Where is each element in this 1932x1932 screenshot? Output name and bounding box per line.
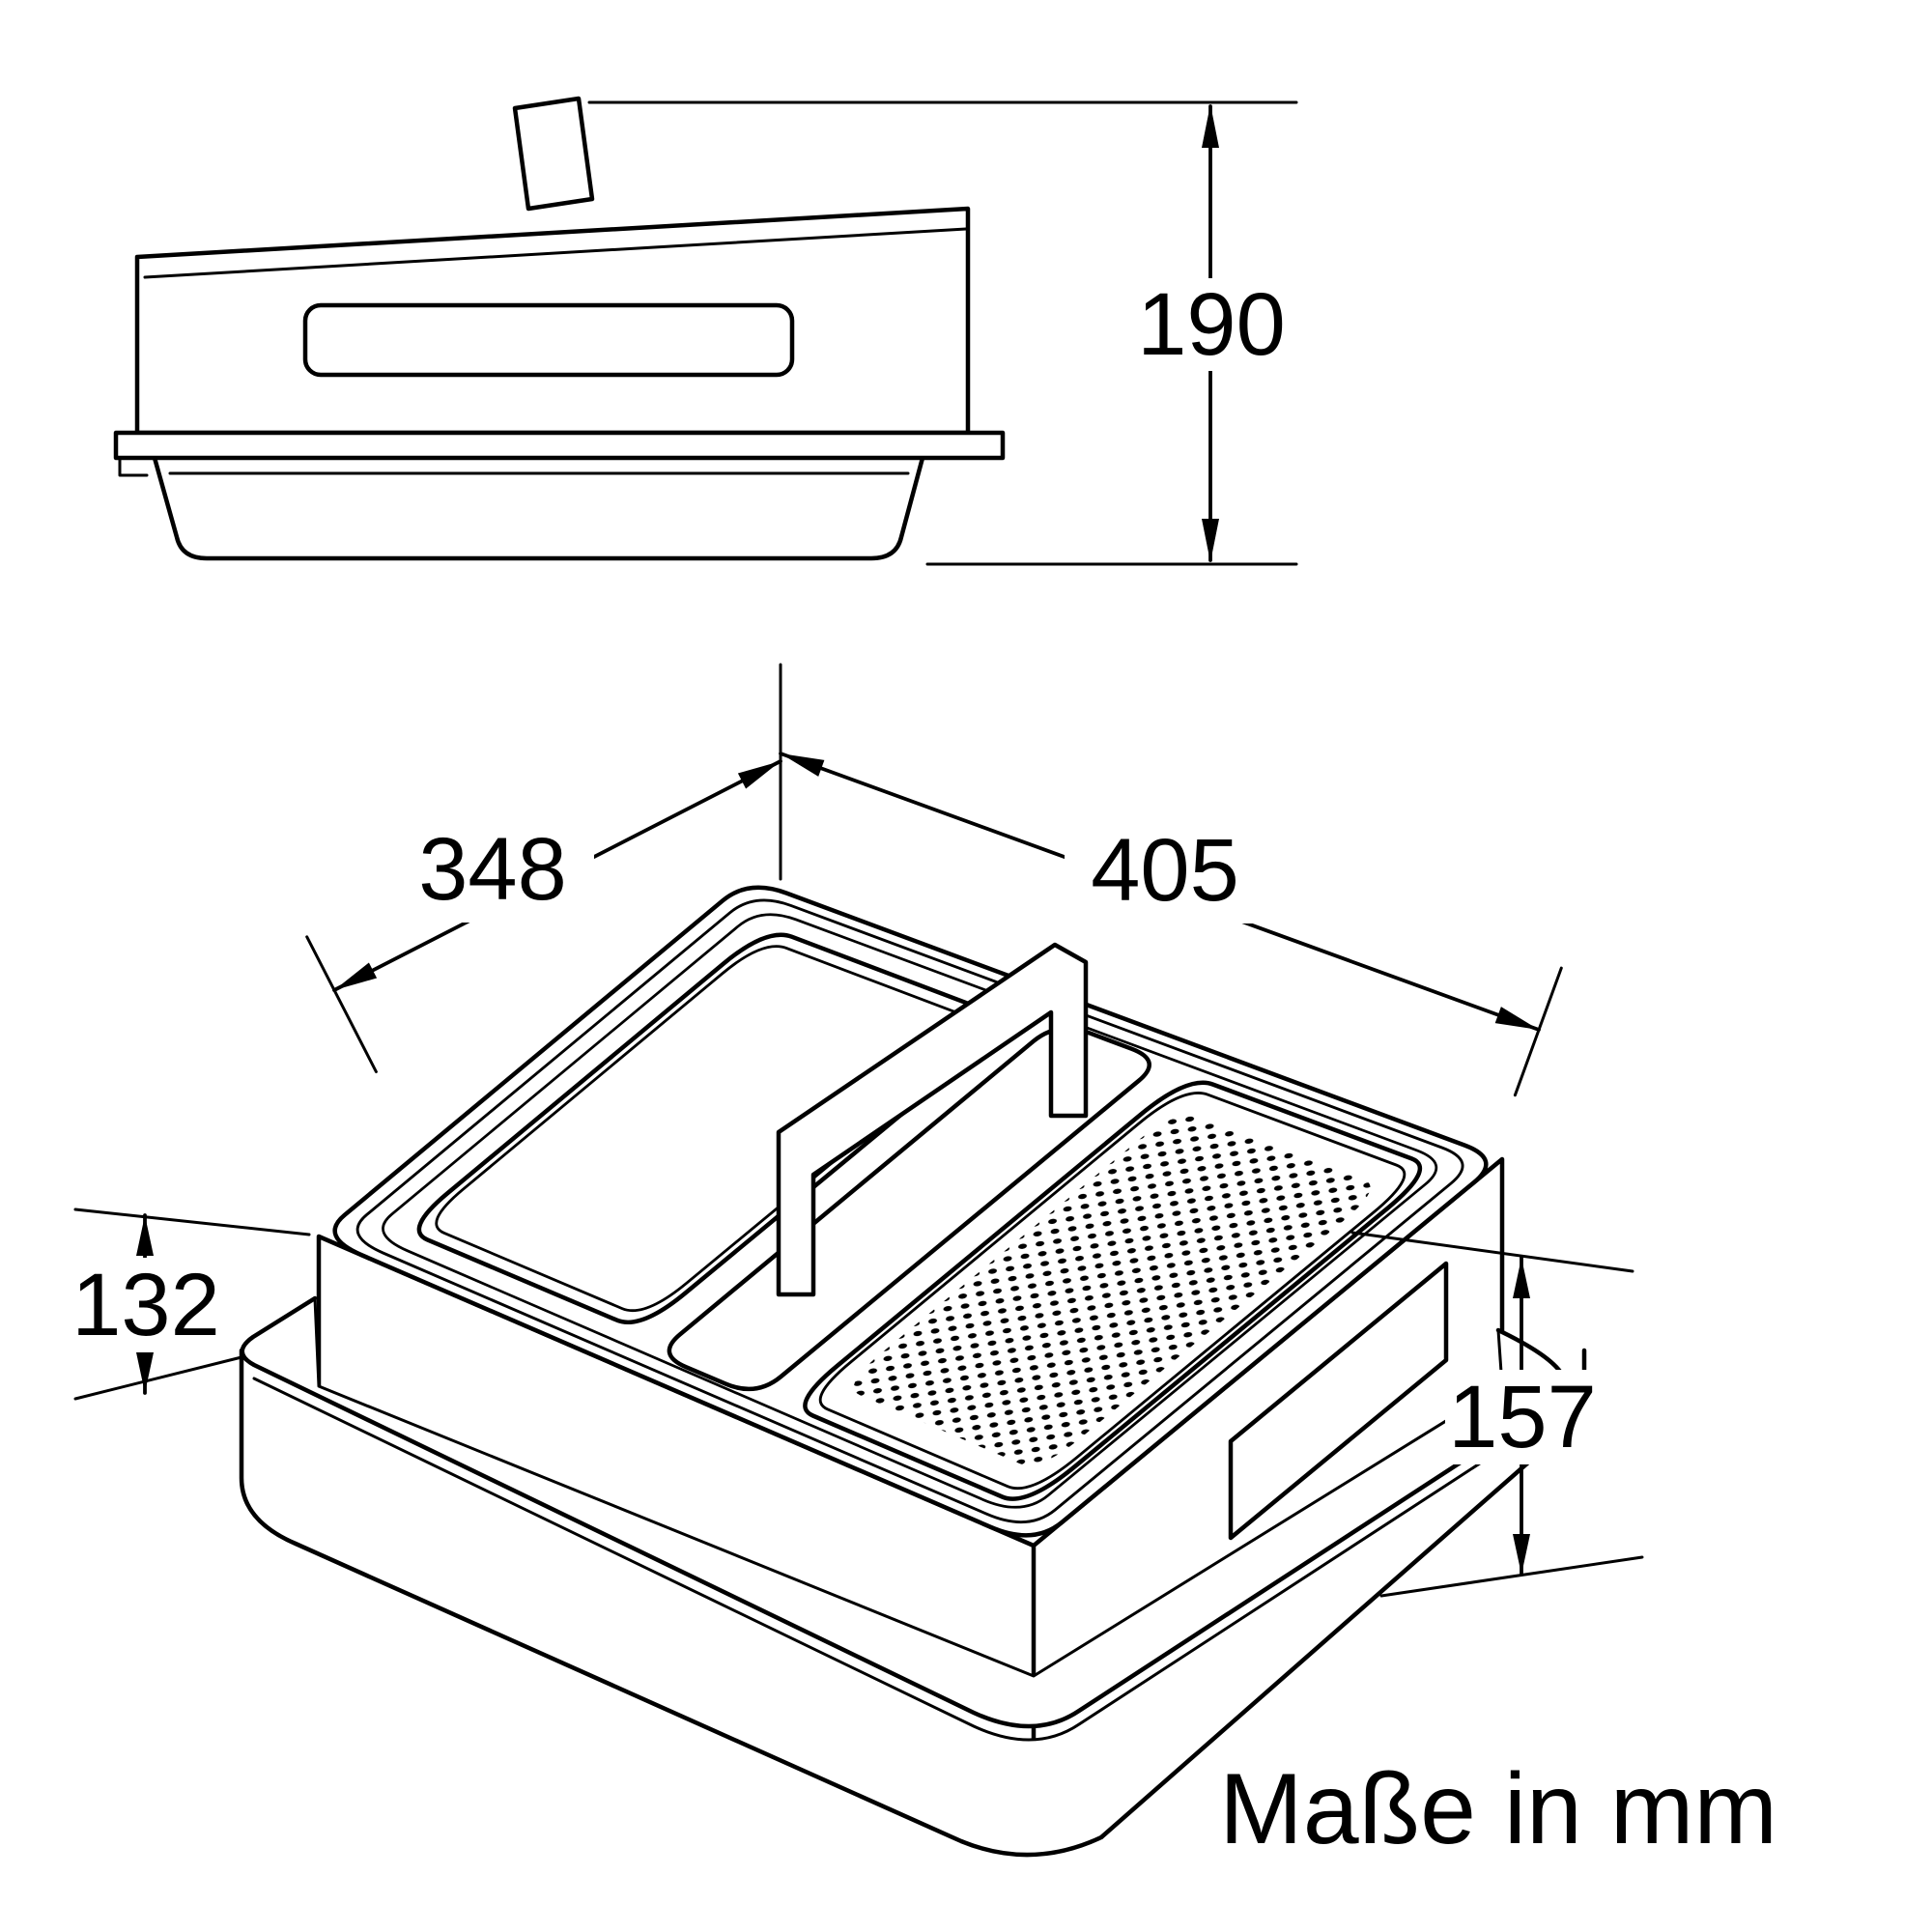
dim-label-157: 157 bbox=[1448, 1368, 1597, 1466]
tray-side-outline bbox=[152, 455, 925, 561]
lid-flange-side bbox=[113, 430, 1006, 461]
tray-flange-thickness bbox=[252, 1377, 1554, 1742]
insert-right-inner-line bbox=[818, 1092, 1406, 1491]
arrow-down bbox=[1513, 1534, 1530, 1575]
dim-405: 405 bbox=[779, 752, 1563, 1097]
tray-flange-inner-edge bbox=[313, 1296, 1504, 1678]
units-caption: Maße in mm bbox=[1219, 1753, 1777, 1865]
dim-190: 190 bbox=[587, 100, 1298, 566]
dim-label-190: 190 bbox=[1137, 275, 1286, 374]
lid-top-band bbox=[143, 227, 968, 279]
tray-body-fill bbox=[242, 1350, 1584, 1856]
lid-handle-side bbox=[512, 96, 595, 212]
dim-label-405: 405 bbox=[1091, 821, 1239, 920]
insert-middle-outline bbox=[667, 1026, 1151, 1392]
dim-132: 132 bbox=[70, 1208, 311, 1401]
arrow-se bbox=[1494, 1007, 1539, 1030]
ext-line-right-corner bbox=[1513, 966, 1563, 1097]
dim-157: 157 bbox=[1350, 1231, 1644, 1598]
iso-view bbox=[239, 885, 1587, 1858]
arrow-ne bbox=[737, 761, 781, 789]
ext-line-flange-left bbox=[73, 1355, 243, 1401]
ext-line-left-corner bbox=[305, 935, 378, 1073]
perforation-field bbox=[853, 1115, 1371, 1465]
arrow-down bbox=[1202, 519, 1219, 562]
arrow-up bbox=[136, 1215, 154, 1256]
pan-side-cutout bbox=[1228, 1261, 1449, 1541]
arrow-nw bbox=[781, 753, 825, 777]
dim-label-348: 348 bbox=[418, 820, 567, 919]
ext-line-tray-right bbox=[1379, 1555, 1644, 1598]
dim-label-132: 132 bbox=[71, 1256, 220, 1354]
pan-rim-echo-1 bbox=[355, 898, 1464, 1524]
arrow-sw bbox=[334, 962, 378, 990]
arrow-up bbox=[1513, 1258, 1530, 1298]
carry-handle bbox=[776, 942, 1089, 1297]
ext-line-rim-right bbox=[1350, 1231, 1634, 1273]
arrow-down bbox=[136, 1352, 154, 1393]
dim-348: 348 bbox=[305, 663, 782, 1073]
side-view bbox=[113, 96, 1006, 561]
tray-flange-outer-edge bbox=[240, 1295, 1568, 1729]
ext-line-rim-left bbox=[73, 1208, 311, 1236]
flange-left-hook bbox=[118, 456, 149, 477]
arrow-up bbox=[1202, 104, 1219, 148]
lid-window-side bbox=[302, 302, 795, 378]
pan-rim-echo-2 bbox=[382, 913, 1438, 1509]
